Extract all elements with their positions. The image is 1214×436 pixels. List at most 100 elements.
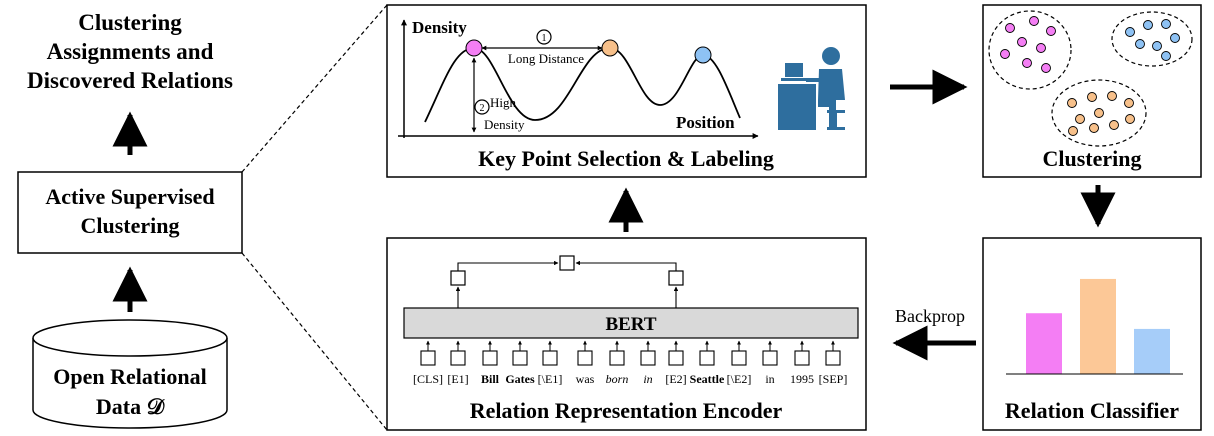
token-box xyxy=(450,350,466,366)
high-density-label-2: Density xyxy=(484,117,525,132)
cluster-dot xyxy=(1000,49,1010,59)
cluster-dot xyxy=(1005,23,1015,33)
token-box xyxy=(668,350,684,366)
token-box xyxy=(762,350,778,366)
zoom-line-bottom xyxy=(241,252,388,431)
cluster-dot xyxy=(1041,63,1051,73)
cluster-dot xyxy=(1046,26,1056,36)
token-label: [E2] xyxy=(665,372,686,386)
entity1-to-concat-line xyxy=(457,260,559,271)
step-one-number: 1 xyxy=(542,33,547,44)
token-box xyxy=(609,350,625,366)
entity2-to-concat-line xyxy=(575,260,677,271)
cluster-dot xyxy=(1161,51,1171,61)
cluster-dot xyxy=(1125,27,1135,37)
token-box xyxy=(482,350,498,366)
data-label-line-1: Open Relational xyxy=(53,364,206,389)
asc-label-line-2: Clustering xyxy=(81,213,180,238)
step-two-number: 2 xyxy=(480,103,485,114)
encoder-panel-title: Relation Representation Encoder xyxy=(470,398,783,423)
token-label: [\E2] xyxy=(727,372,752,386)
high-density-label-1: High xyxy=(490,95,517,110)
token-label: [SEP] xyxy=(819,372,848,386)
classifier-bar xyxy=(1080,278,1116,374)
token-label: in xyxy=(643,372,652,386)
entity2-pool-box xyxy=(668,270,684,286)
cluster-dot xyxy=(1124,98,1134,108)
position-axis-label: Position xyxy=(676,113,735,132)
token-label: [CLS] xyxy=(413,372,443,386)
cluster-dot xyxy=(1135,39,1145,49)
token-label: was xyxy=(576,372,595,386)
step-two-marker xyxy=(474,99,490,115)
cluster-dot xyxy=(1067,98,1077,108)
cluster-dot xyxy=(1017,37,1027,47)
key-point-orange xyxy=(601,39,619,57)
output-title-line-3: Discovered Relations xyxy=(27,68,233,93)
token-box xyxy=(699,350,715,366)
cluster-dot xyxy=(1107,91,1117,101)
key-point-panel-title: Key Point Selection & Labeling xyxy=(478,146,774,171)
token-label: Bill xyxy=(481,372,500,386)
classifier-bar xyxy=(1134,328,1170,374)
cluster-dots xyxy=(1000,16,1180,136)
cluster-dot xyxy=(1143,20,1153,30)
output-title-line-2: Assignments and xyxy=(47,39,214,64)
database-cylinder-icon xyxy=(32,319,228,429)
token-label: 1995 xyxy=(790,372,814,386)
cluster-orange-boundary xyxy=(1051,79,1147,147)
clustering-panel xyxy=(982,4,1202,178)
token-box xyxy=(640,350,656,366)
token-label: Seattle xyxy=(690,372,725,386)
cluster-dot xyxy=(1152,41,1162,51)
density-axis-label: Density xyxy=(412,18,467,37)
cluster-dot xyxy=(1087,92,1097,102)
cluster-dot xyxy=(1094,108,1104,118)
backprop-label: Backprop xyxy=(895,306,965,326)
token-box xyxy=(825,350,841,366)
token-box xyxy=(512,350,528,366)
entity1-pool-box xyxy=(450,270,466,286)
key-point-blue xyxy=(694,46,712,64)
token-box xyxy=(731,350,747,366)
token-label: Gates xyxy=(505,372,535,386)
cluster-dot xyxy=(1089,123,1099,133)
token-box xyxy=(420,350,436,366)
token-label: born xyxy=(606,372,629,386)
active-supervised-clustering-box xyxy=(17,171,243,254)
data-label-line-2: Data 𝒟 xyxy=(96,394,166,419)
token-box xyxy=(542,350,558,366)
token-label: in xyxy=(765,372,774,386)
step-one-marker xyxy=(536,29,552,45)
bert-label: BERT xyxy=(605,314,656,335)
cluster-pink-boundary xyxy=(988,10,1072,90)
cluster-dot xyxy=(1068,126,1078,136)
classifier-bars xyxy=(1026,278,1170,374)
cluster-dot xyxy=(1075,114,1085,124)
output-title-line-1: Clustering xyxy=(78,10,182,35)
classifier-bar xyxy=(1026,313,1062,374)
token-box xyxy=(794,350,810,366)
cluster-dot xyxy=(1170,33,1180,43)
key-point-pink xyxy=(465,39,483,57)
cluster-dot xyxy=(1109,120,1119,130)
clustering-panel-title: Clustering xyxy=(1043,146,1142,171)
asc-label-line-1: Active Supervised xyxy=(45,184,214,209)
zoom-line-top xyxy=(241,4,388,173)
cluster-dot xyxy=(1125,114,1135,124)
cluster-dot xyxy=(1036,43,1046,53)
cluster-dot xyxy=(1029,16,1039,26)
token-box xyxy=(577,350,593,366)
classifier-panel-title: Relation Classifier xyxy=(1005,398,1179,423)
long-distance-label: Long Distance xyxy=(508,51,584,66)
person-at-computer-icon xyxy=(778,47,845,130)
cluster-blue-boundary xyxy=(1111,11,1193,67)
token-label: [E1] xyxy=(447,372,468,386)
concat-box xyxy=(559,255,575,271)
cluster-dot xyxy=(1022,58,1032,68)
cluster-dot xyxy=(1161,19,1171,29)
bert-block xyxy=(403,307,859,339)
token-label: [\E1] xyxy=(538,372,563,386)
